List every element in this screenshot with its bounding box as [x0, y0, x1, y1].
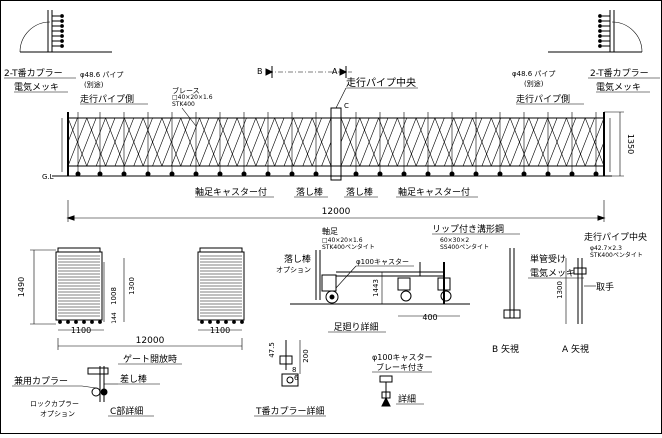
pipe-center-label: 走行パイプ中央 — [346, 76, 416, 89]
corner-pillar-right — [548, 10, 643, 53]
corner-pillar-left — [19, 10, 112, 53]
center-post — [330, 107, 342, 181]
a-pipe-center: 走行パイプ中央 — [584, 231, 647, 243]
drop-option-label: オプション — [276, 266, 311, 274]
open-span: 12000 — [136, 336, 165, 346]
open-height-mid: 1008 — [110, 287, 118, 305]
caster-l-label: 軸足キャスター付 — [195, 186, 267, 198]
view-a: 1300 走行パイプ中央 φ42.7×2.3 STK400ペンタイト 取手 A … — [556, 231, 647, 355]
total-width: 12000 — [322, 207, 351, 217]
drop-bar-l-label: 落し棒 — [296, 186, 323, 198]
open-height-total: 1490 — [17, 277, 26, 297]
foot-detail: 軸足 □40×20×1.6 STK400ペンタイト 落し棒 オプション φ100… — [276, 223, 520, 333]
b-tube-label: 単管受け — [530, 253, 566, 265]
brace-spec-1: □40×20×1.6 — [172, 94, 213, 101]
channel-spec-2: SS400ペンタイト — [440, 243, 489, 251]
gate-bottom-labels: 軸足キャスター付 落し棒 落し棒 軸足キャスター付 12000 — [66, 186, 606, 222]
folded-stack-right — [197, 247, 245, 324]
elec-tl-label: 電気メッキ — [14, 81, 59, 93]
channel-label: リップ付き溝形鋼 — [432, 223, 504, 235]
top-right-labels: 走行パイプ中央 φ48.6 パイプ (別途) 2-T番カプラー 電気メッキ 走行… — [335, 67, 660, 109]
axle-label: 軸足 — [322, 226, 338, 236]
t-dim-200: 200 — [302, 349, 310, 362]
gl-label: G.L — [42, 173, 54, 181]
c-coupler-label: 兼用カプラー — [14, 375, 68, 387]
drop-bar-r-label: 落し棒 — [346, 186, 373, 198]
pipe-l-note: (別途) — [84, 80, 104, 89]
pipe-r-note: (別途) — [524, 79, 544, 88]
open-height-low: 144 — [111, 312, 118, 324]
a-pipe-spec-1: φ42.7×2.3 — [590, 245, 622, 252]
gate-elevation: C G.L 1350 — [42, 102, 635, 181]
t-detail-caption: T番カプラー詳細 — [255, 405, 325, 417]
folded-stack-left — [55, 247, 103, 324]
caster-detail: φ100キャスター ブレーキ付き 詳細 — [372, 353, 433, 407]
t-dim-47: 47.5 — [268, 342, 276, 358]
a-handle-label: 取手 — [596, 281, 614, 293]
view-b-caption: B 矢視 — [492, 343, 519, 355]
section-markers: B A — [257, 66, 352, 78]
view-b: 単管受け 電気メッキ B 矢視 — [492, 248, 584, 355]
section-b-label: B — [257, 67, 263, 76]
axle-spec-1: □40×20×1.6 — [322, 237, 363, 244]
caster-label: φ100キャスター — [356, 257, 409, 266]
caster-detail-title: φ100キャスター — [372, 353, 433, 362]
foot-width: 400 — [422, 313, 437, 322]
lattice-left — [67, 117, 332, 167]
open-width-right: 1100 — [210, 326, 230, 335]
elec-tr-label: 電気メッキ — [596, 81, 641, 93]
section-c-label: C — [344, 102, 349, 110]
lattice-right — [340, 117, 605, 167]
t-dim-8: 8 — [292, 366, 296, 374]
open-caption: ゲート開放時 — [123, 353, 177, 365]
b-plating-label: 電気メッキ — [530, 267, 575, 279]
pipe-l-side: 走行パイプ側 — [80, 93, 134, 105]
channel-spec-1: 60×30×2 — [440, 237, 469, 244]
section-a-label: A — [332, 67, 338, 76]
pipe-r-spec: φ48.6 パイプ — [512, 70, 555, 78]
caster-brake-label: ブレーキ付き — [376, 362, 424, 372]
t-coupler-detail: 200 47.5 8 6 T番カプラー詳細 — [254, 340, 326, 417]
c-drop-bar-label: 差し棒 — [120, 373, 147, 385]
open-height-inner: 1300 — [128, 277, 136, 295]
c-detail: 兼用カプラー 差し棒 ロックカプラー オプション C部詳細 — [12, 366, 160, 418]
foot-caption: 足廻り詳細 — [333, 321, 378, 333]
drop-bar-label: 落し棒 — [284, 253, 311, 265]
axle-spec-2: STK400ペンタイト — [322, 243, 375, 251]
caster-r-label: 軸足キャスター付 — [398, 186, 470, 198]
a-height: 1300 — [556, 281, 564, 299]
open-gate-view: 1490 1300 1008 144 1100 1100 12000 ゲート開放… — [17, 247, 245, 365]
view-a-caption: A 矢視 — [562, 343, 589, 355]
gate-height: 1350 — [626, 134, 635, 154]
open-width-left: 1100 — [71, 326, 91, 335]
a-pipe-spec-2: STK400ペンタイト — [590, 251, 643, 259]
caster-detail-caption: 詳細 — [398, 393, 416, 405]
brace-label: ブレース — [172, 86, 200, 95]
pipe-l-spec: φ48.6 パイプ — [80, 71, 123, 79]
t-dim-6: 6 — [294, 374, 299, 382]
pipe-r-side: 走行パイプ側 — [516, 93, 570, 105]
brace-spec-2: STK400 — [172, 101, 195, 108]
c-detail-caption: C部詳細 — [110, 405, 143, 417]
foot-height: 1443 — [372, 279, 380, 297]
c-option-label: オプション — [40, 410, 75, 418]
coupler-tr-label: 2-T番カプラー — [590, 67, 649, 79]
coupler-tl-label: 2-T番カプラー — [4, 67, 63, 79]
c-lock-label: ロックカプラー — [30, 400, 79, 408]
top-left-labels: 2-T番カプラー 電気メッキ φ48.6 パイプ (別途) 走行パイプ側 ブレー… — [4, 67, 213, 127]
